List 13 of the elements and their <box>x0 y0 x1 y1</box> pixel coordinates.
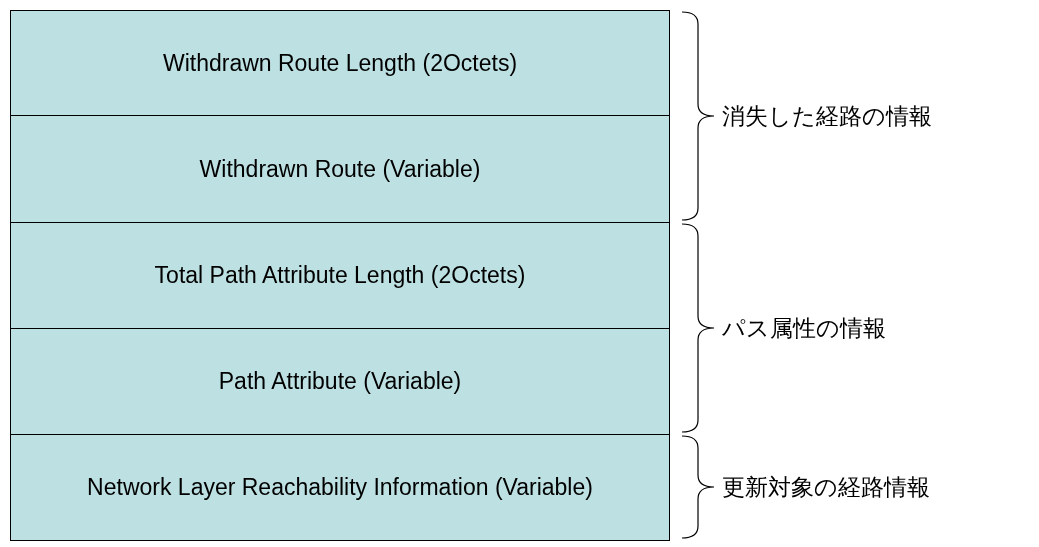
field-row <box>10 434 670 541</box>
field-row <box>10 328 670 435</box>
brace-label: 更新対象の経路情報 <box>722 472 930 502</box>
brace-label: 消失した経路の情報 <box>722 101 932 131</box>
field-label: Total Path Attribute Length (2Octets) <box>153 261 527 290</box>
brace-label: パス属性の情報 <box>722 313 886 343</box>
field-label: Network Layer Reachability Information (Variable) <box>86 473 594 502</box>
field-label: Withdrawn Route Length (2Octets) <box>161 48 519 78</box>
field-row <box>10 115 670 223</box>
field-row <box>10 10 670 116</box>
field-label: Path Attribute (Variable) <box>217 367 463 396</box>
field-label: Withdrawn Route (Variable) <box>198 154 482 184</box>
field-row <box>10 222 670 329</box>
